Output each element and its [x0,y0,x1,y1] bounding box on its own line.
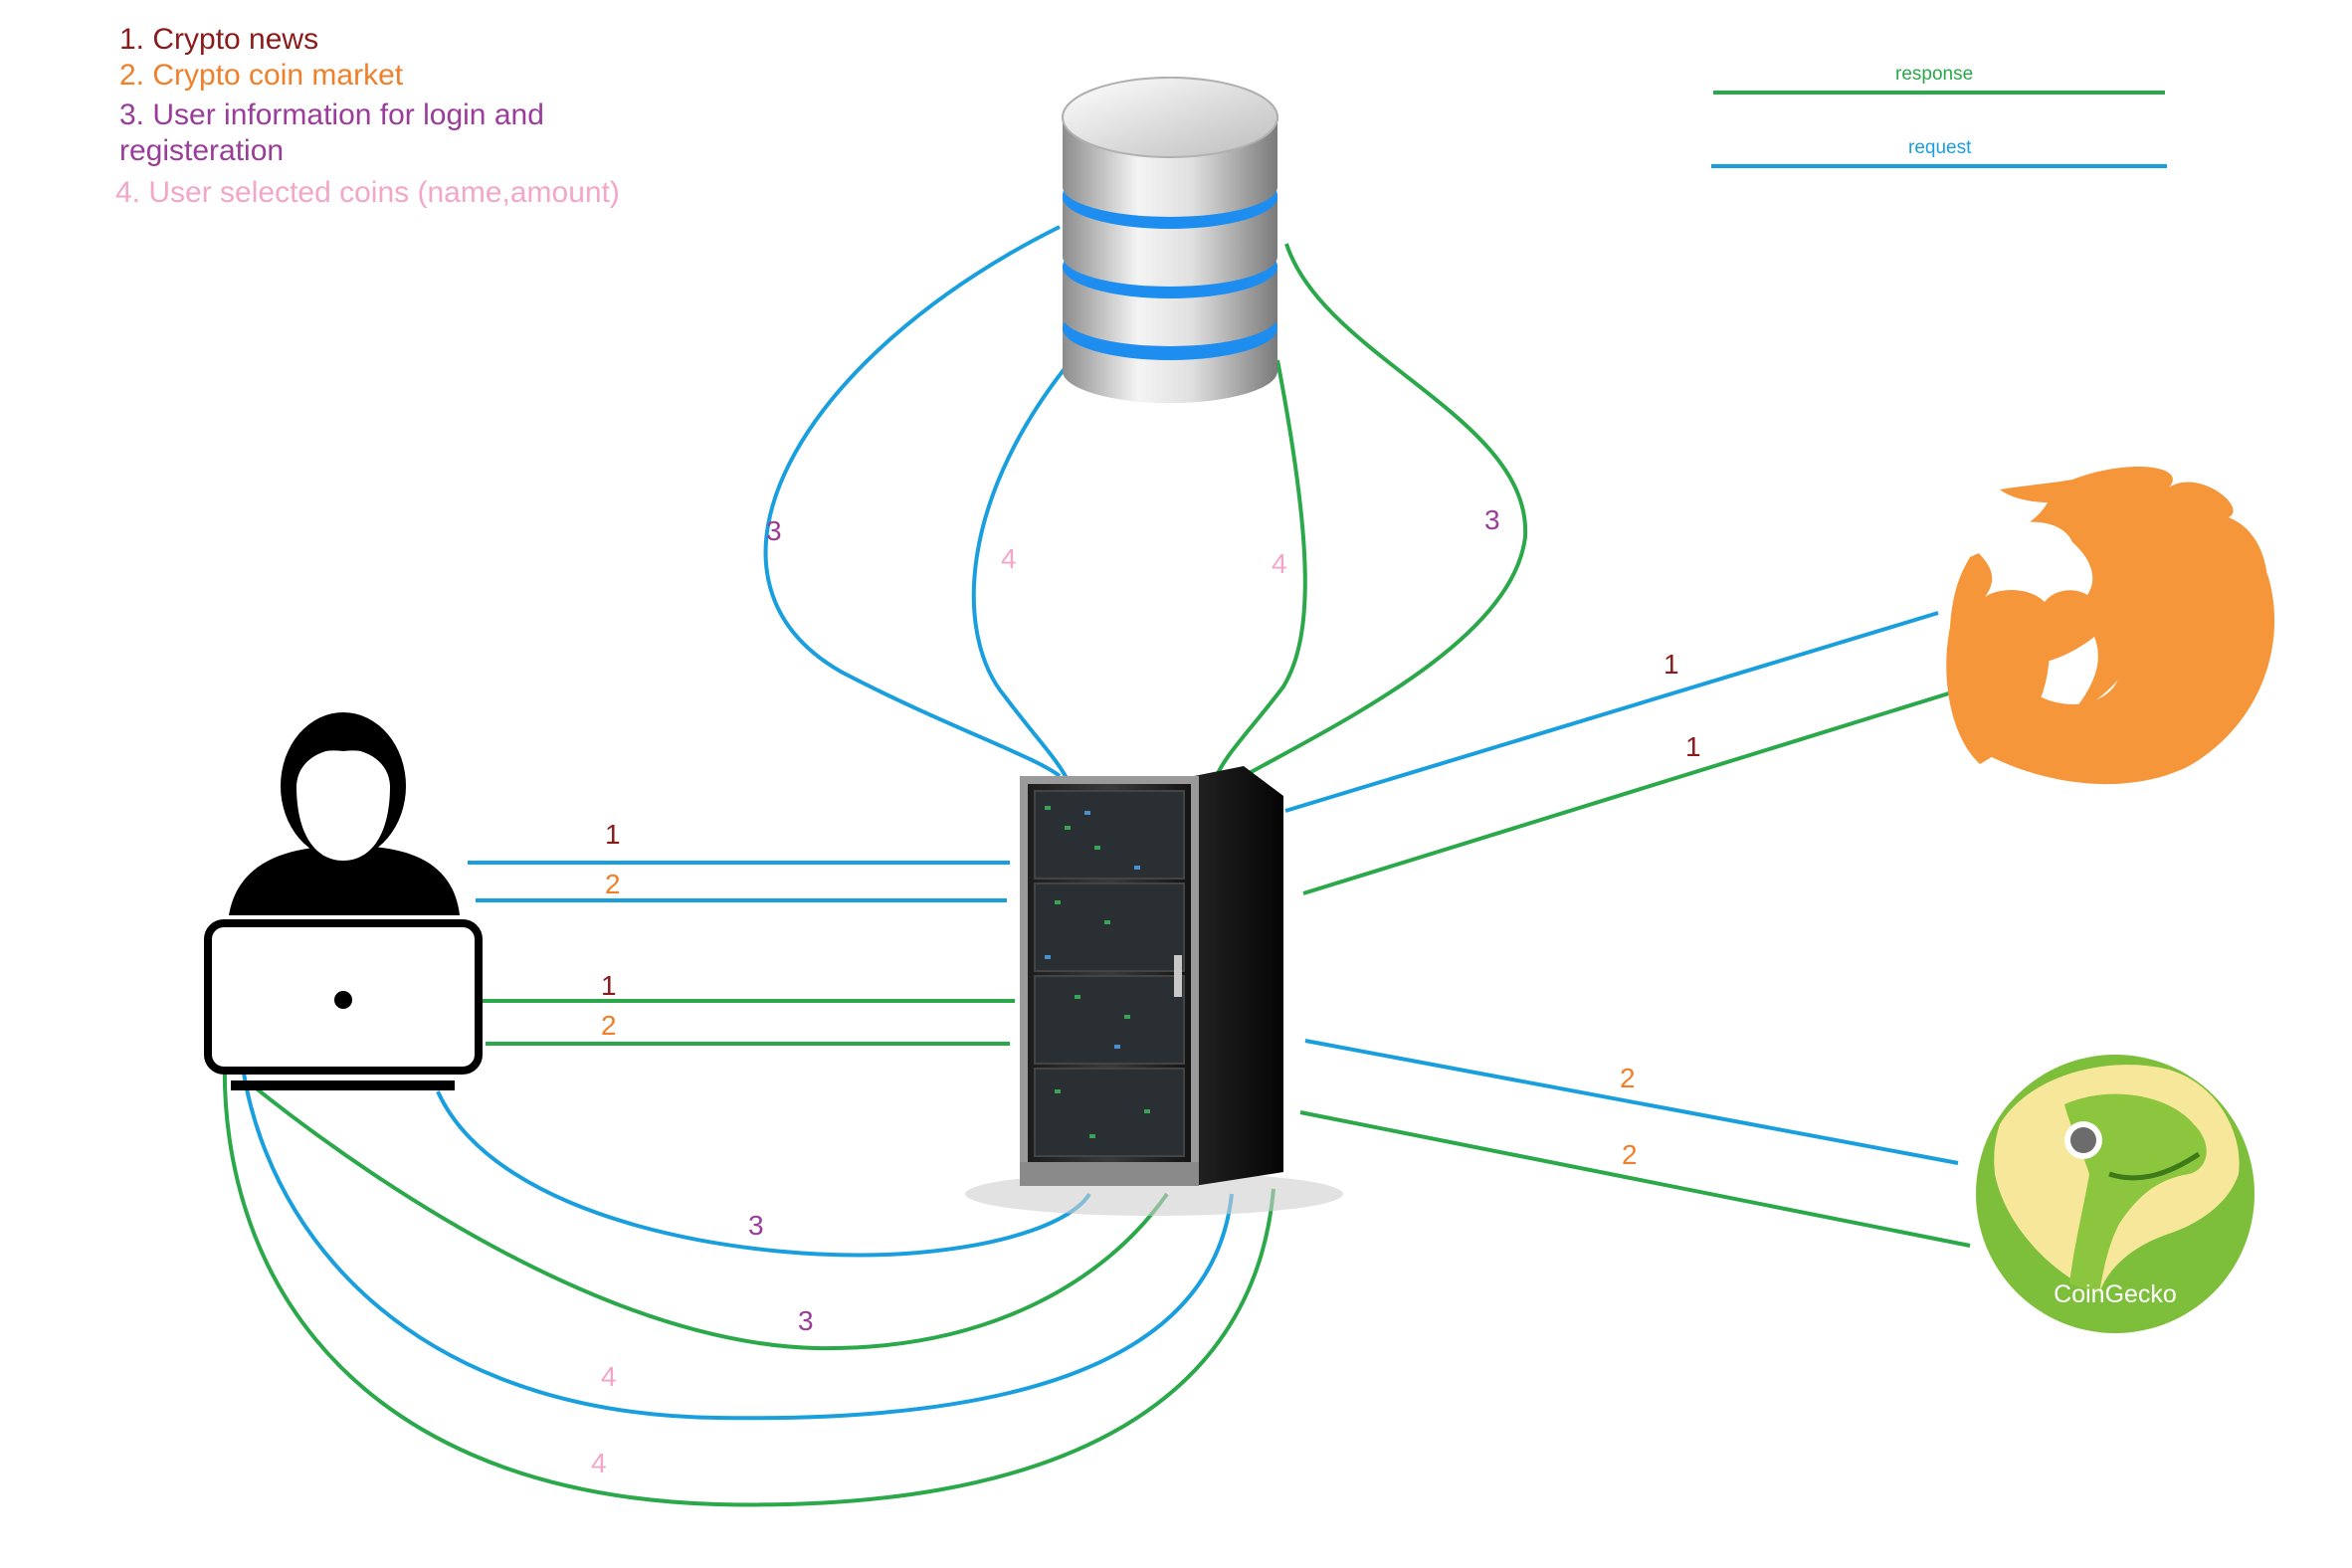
db-request-inner-left [971,348,1081,779]
curve-response-3 [252,1084,1169,1351]
label-news-response-1: 1 [1685,731,1701,762]
db-request-outer-left [763,225,1062,778]
db-response-inner-right [1214,359,1307,779]
legend-item-selected-coins: 4. User selected coins (name,amount) [115,176,620,209]
label-db-right-3: 3 [1484,504,1500,535]
label-user-request-1: 1 [605,819,621,850]
gecko-request [1304,1039,1959,1165]
server-rack-icon [965,766,1343,1216]
curve-response-4 [222,1004,1275,1507]
key-response-label: response [1895,64,1974,85]
label-user-response-2: 2 [601,1010,617,1041]
legend-item-user-info-cont: registeration [119,134,285,167]
database-icon [1062,77,1278,403]
coingecko-icon: CoinGecko [1976,1055,2254,1333]
label-db-inner-right-4: 4 [1272,548,1287,579]
legend-item-coin-market: 2. Crypto coin market [119,59,404,92]
gecko-response [1299,1110,1971,1248]
label-curve-response-4: 4 [591,1448,607,1478]
news-request [1284,611,1939,813]
key-request-label: request [1908,137,1972,158]
legend-item-user-info: 3. User information for login and [119,98,544,131]
news-response [1302,686,1969,895]
legend-item-crypto-news: 1. Crypto news [119,23,319,56]
coingecko-logo-text: CoinGecko [2054,1280,2177,1308]
label-db-left-3: 3 [766,515,782,546]
curve-request-3 [436,1090,1091,1258]
label-gecko-request-2: 2 [1620,1063,1636,1093]
legend: 1. Crypto news 2. Crypto coin market 3. … [115,22,620,211]
label-curve-request-4: 4 [601,1361,617,1392]
label-user-request-2: 2 [605,869,621,899]
curve-request-4 [237,1012,1234,1421]
label-news-request-1: 1 [1664,649,1679,680]
label-db-inner-left-4: 4 [1001,543,1017,574]
cryptonews-wolf-icon [1946,466,2275,785]
label-curve-request-3: 3 [748,1210,764,1241]
label-curve-response-3: 3 [798,1305,814,1336]
label-gecko-response-2: 2 [1622,1139,1638,1170]
label-user-response-1: 1 [601,970,617,1001]
db-response-outer-right [1243,243,1528,778]
user-laptop-icon [204,712,483,1090]
